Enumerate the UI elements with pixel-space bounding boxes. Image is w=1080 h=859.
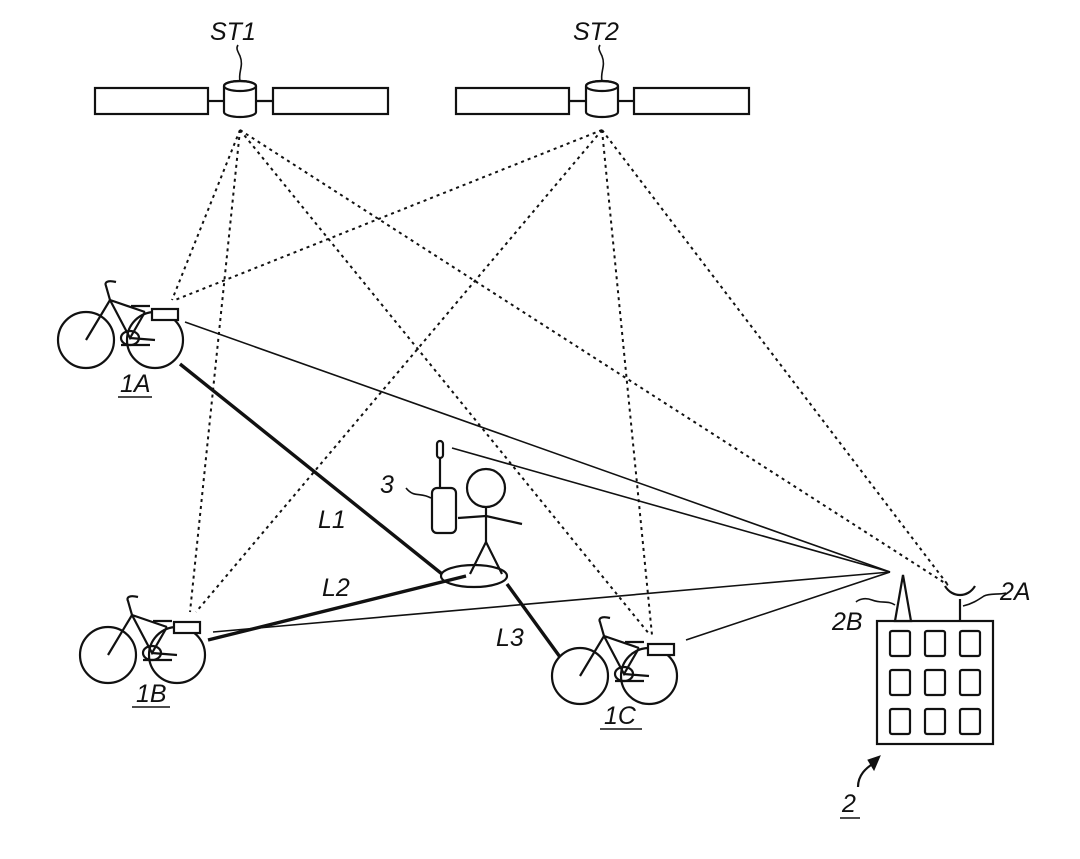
label-2: 2 [841, 790, 856, 818]
satellite-st1 [93, 44, 390, 119]
satellite-st2 [454, 44, 751, 119]
portable-terminal [405, 439, 458, 535]
label-1b: 1B [136, 680, 167, 708]
label-2a: 2A [999, 578, 1031, 606]
label-st2: ST2 [573, 18, 619, 46]
label-l1: L1 [318, 506, 346, 534]
bicycle-1b [78, 595, 207, 685]
building-pointer-arrow [856, 755, 881, 788]
label-l3: L3 [496, 624, 524, 652]
label-st1: ST1 [210, 18, 256, 46]
base-station-building [875, 619, 995, 746]
base-station-links [184, 321, 891, 641]
person [439, 467, 523, 589]
bicycle-1a [56, 280, 185, 370]
bicycle-1c [550, 616, 679, 706]
label-l2: L2 [322, 574, 350, 602]
distance-lines [178, 362, 562, 658]
label-2b: 2B [831, 608, 863, 636]
transmitter-antenna-2b [855, 574, 913, 623]
receiver-antenna-2a [944, 585, 1007, 621]
label-1a: 1A [120, 370, 151, 398]
label-1c: 1C [604, 702, 637, 730]
label-3: 3 [380, 471, 394, 499]
satellite-signal-lines [171, 129, 949, 636]
